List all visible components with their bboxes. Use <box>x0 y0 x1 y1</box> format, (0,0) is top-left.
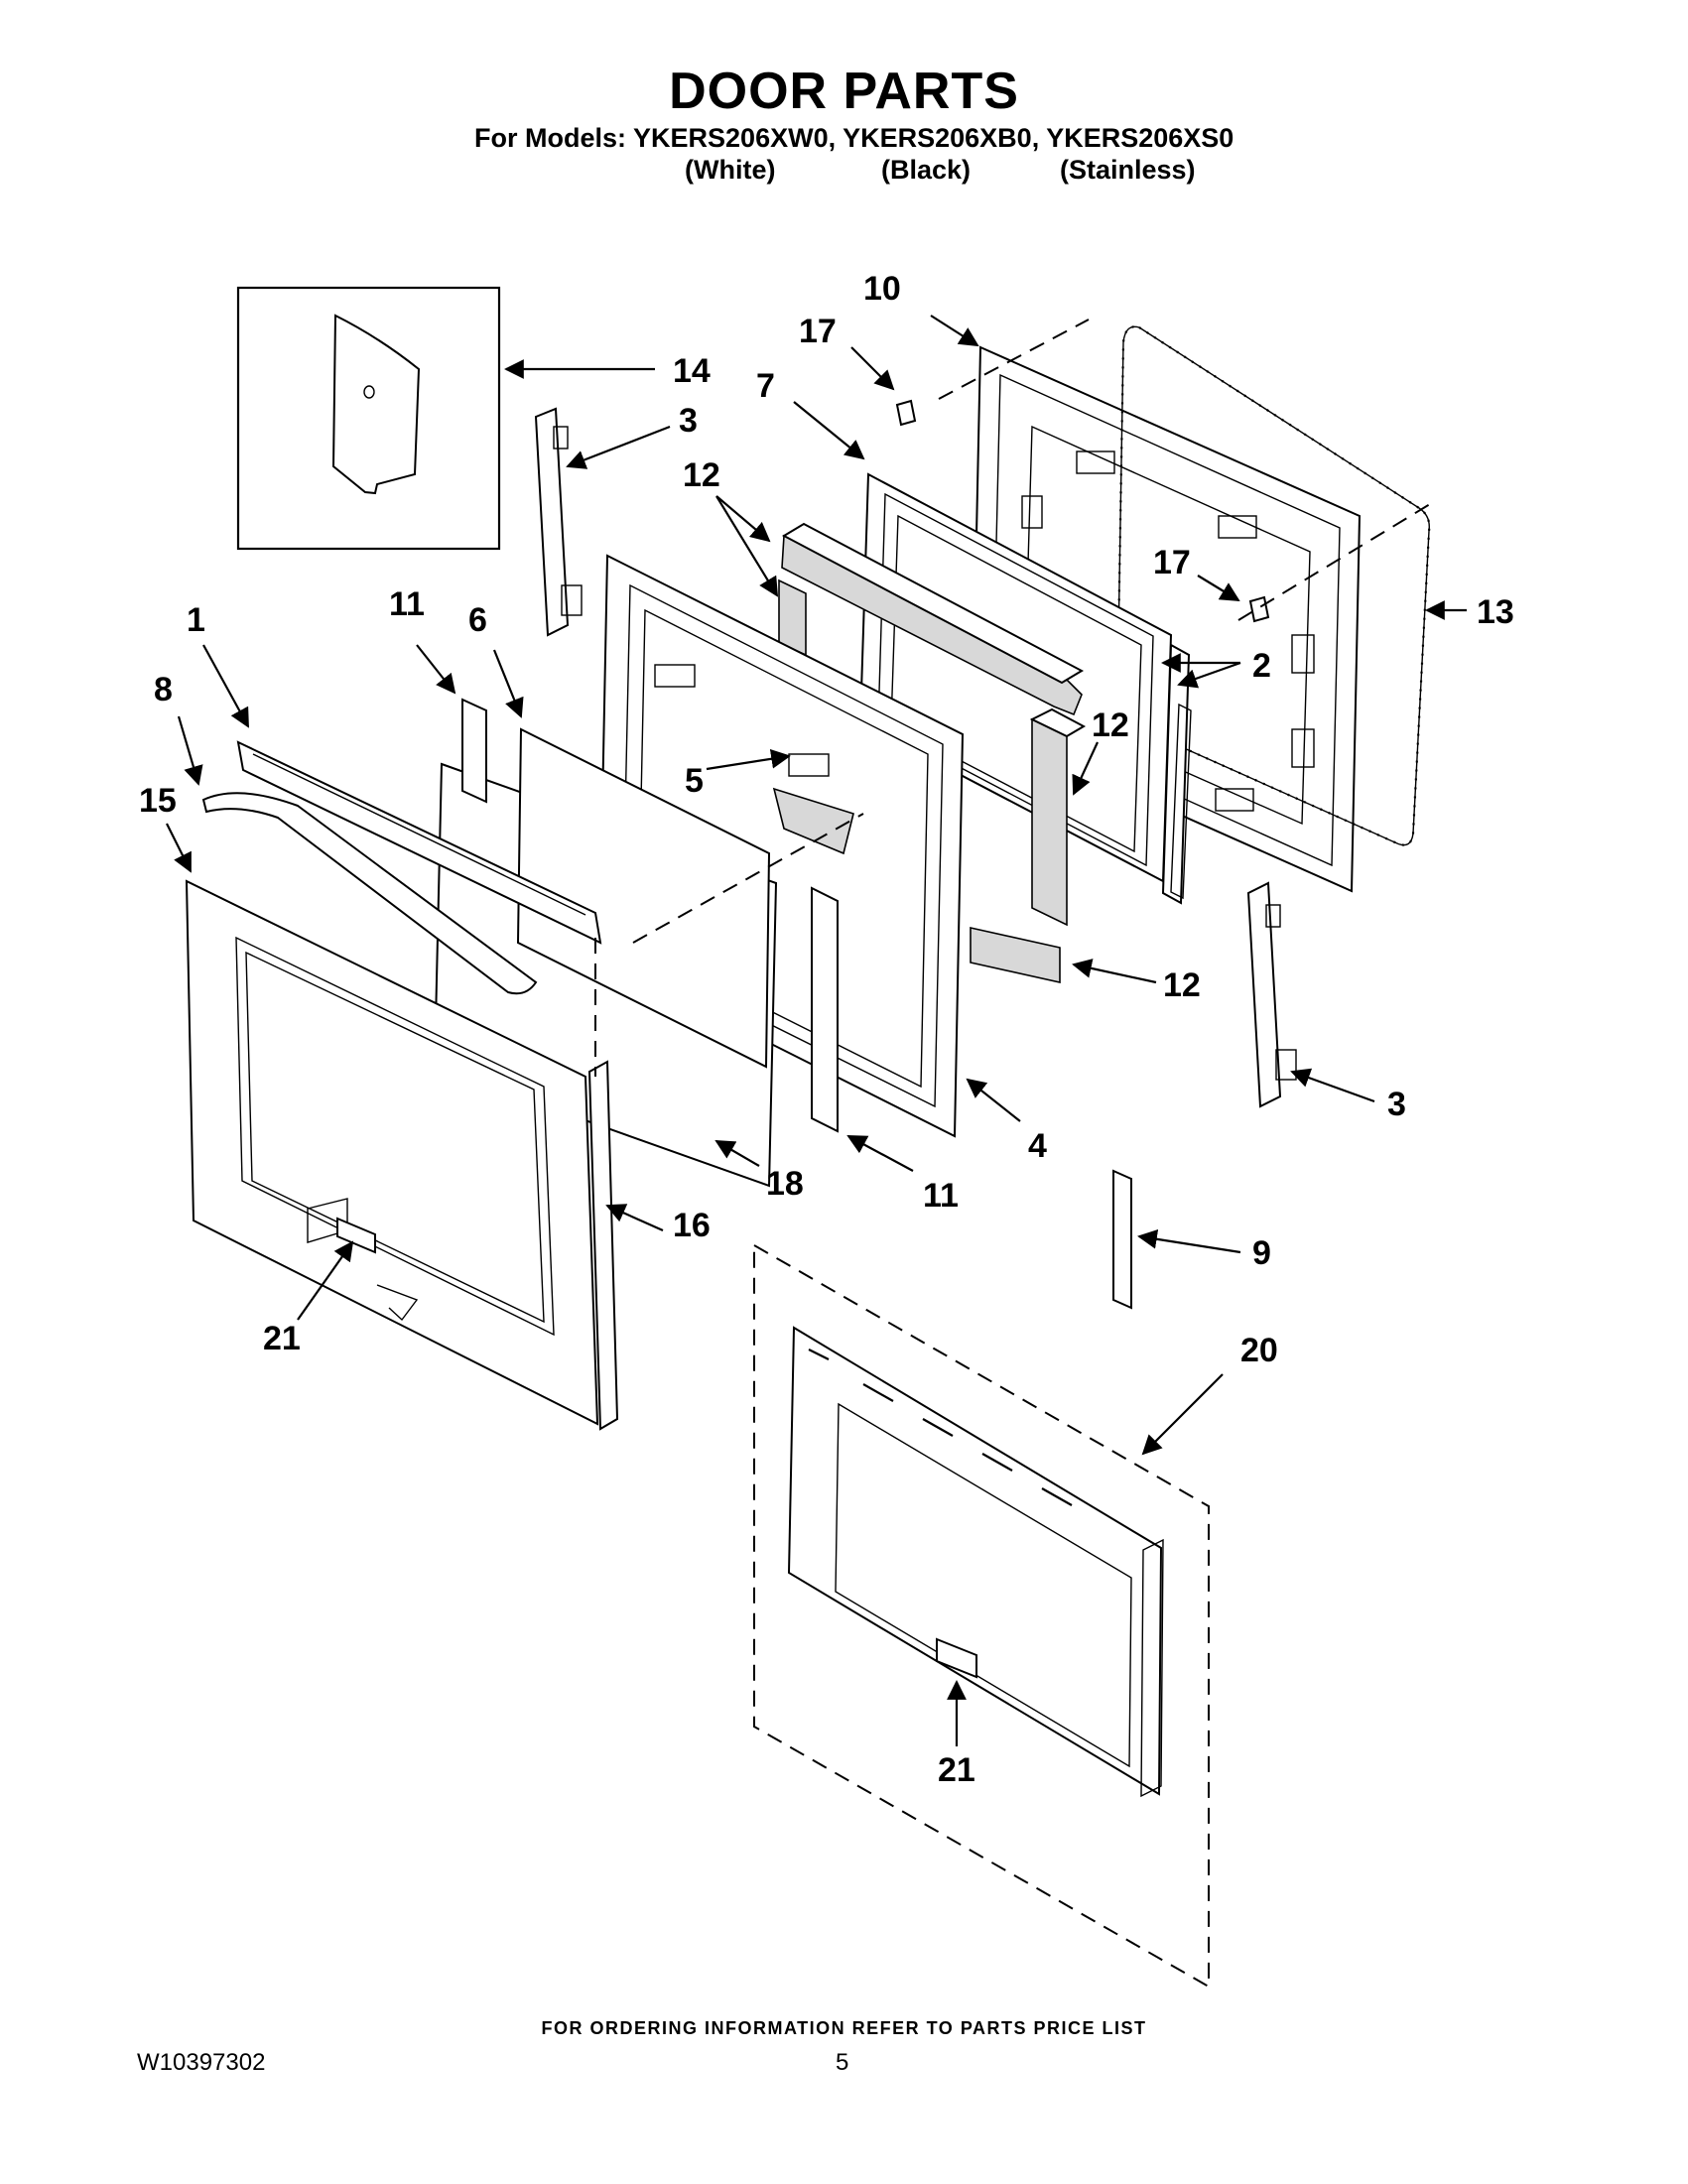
inset-box <box>236 286 501 551</box>
color-label-white: (White) <box>685 155 776 185</box>
part-13-gasket <box>1115 325 1431 846</box>
part-15-outer-door <box>185 879 599 1426</box>
callout-4: 4 <box>1028 1127 1047 1165</box>
part-11-channel-left <box>461 698 487 804</box>
document-number: W10397302 <box>137 2049 266 2076</box>
assembly-line <box>938 319 1090 400</box>
callout-11: 11 <box>389 585 425 623</box>
callout-10: 10 <box>863 270 901 308</box>
callout-9: 9 <box>1252 1234 1271 1272</box>
callout-12: 12 <box>1163 966 1201 1004</box>
callout-21: 21 <box>263 1320 301 1357</box>
part-11-channel-right <box>811 886 839 1133</box>
callout-17: 17 <box>1153 544 1191 581</box>
callout-20: 20 <box>1240 1332 1278 1369</box>
part-16-side-trim <box>587 1060 619 1431</box>
callout-1: 1 <box>187 601 205 639</box>
callout-8: 8 <box>154 671 173 708</box>
callout-18: 18 <box>766 1165 804 1203</box>
callout-12: 12 <box>683 456 720 494</box>
page-title: DOOR PARTS <box>669 63 1019 120</box>
part-3-hinge-left <box>534 407 583 637</box>
assembly-line <box>1237 500 1436 621</box>
part-17-pins <box>895 399 1270 623</box>
assembly-line <box>632 813 864 944</box>
callout-7: 7 <box>756 367 775 405</box>
callout-labels: 10 17 7 14 3 12 17 13 1 11 6 2 8 12 15 5… <box>139 270 1514 1789</box>
part-12-insulation <box>778 522 1087 983</box>
callout-14: 14 <box>673 352 711 390</box>
color-label-stainless: (Stainless) <box>1060 155 1196 185</box>
part-9-trim <box>1112 1169 1132 1310</box>
callout-3: 3 <box>1387 1086 1406 1123</box>
part-21-label-a <box>336 1217 376 1254</box>
callout-12: 12 <box>1092 707 1129 744</box>
part-20-door-panel <box>753 1243 1210 1989</box>
callout-17: 17 <box>799 313 837 350</box>
callout-3: 3 <box>679 402 698 440</box>
part-3-hinge-right <box>1246 881 1297 1108</box>
part-6-glass-panel <box>516 727 771 1069</box>
part-14-shield <box>331 314 421 495</box>
callout-2: 2 <box>1252 647 1271 685</box>
callout-11: 11 <box>923 1177 959 1215</box>
part-21-label-b <box>936 1637 977 1679</box>
callout-16: 16 <box>673 1207 711 1244</box>
callout-6: 6 <box>468 601 487 639</box>
page-number: 5 <box>836 2049 849 2076</box>
callout-15: 15 <box>139 782 177 820</box>
color-label-black: (Black) <box>881 155 972 185</box>
part-1-vent-trim <box>236 740 602 945</box>
callout-5: 5 <box>685 762 704 800</box>
leader-arrows <box>166 315 1467 1746</box>
callout-13: 13 <box>1477 593 1514 631</box>
callout-21: 21 <box>938 1751 975 1789</box>
ordering-note: FOR ORDERING INFORMATION REFER TO PARTS … <box>541 2018 1147 2038</box>
part-2-glass <box>1161 643 1192 905</box>
models-line: For Models: YKERS206XW0, YKERS206XB0, YK… <box>474 123 1234 153</box>
part-8-handle <box>201 792 538 995</box>
